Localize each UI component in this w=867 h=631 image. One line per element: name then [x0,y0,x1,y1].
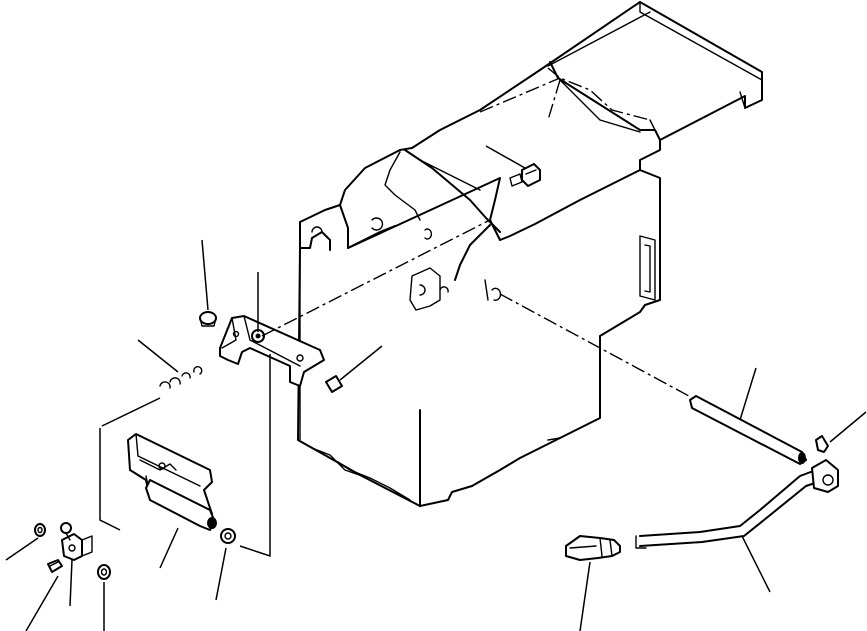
nut [47,559,63,573]
mounting-bracket [219,315,325,387]
leader-line [201,239,209,311]
leader-line [739,367,757,421]
center-line [499,293,701,403]
clevis [61,533,93,561]
leader-line [829,411,867,443]
housing-assembly [297,1,763,507]
leader-line [741,535,771,593]
leader-line [339,345,383,381]
leader-line [5,537,39,561]
leader-line [25,575,59,631]
clevis-pin [60,522,72,541]
leader-line [485,145,526,169]
assembly-line [99,428,121,531]
lever [635,459,839,549]
shim [325,375,343,393]
leader-line [137,339,179,373]
assembly-line [101,397,161,427]
bushing [199,311,217,327]
leader-line [579,561,591,631]
leader-line [159,527,179,569]
roll-pin [815,435,829,453]
control-rod [689,395,807,465]
hinge-pin [145,479,217,531]
washer [220,528,236,544]
leader-line [215,547,227,601]
bolt [509,163,541,187]
center-line [261,219,491,337]
cotter-pin [34,523,46,537]
washer [97,564,111,580]
assembly-line [239,354,271,558]
spring-clip [159,366,203,389]
knob [565,535,621,561]
leader-line [69,559,73,607]
